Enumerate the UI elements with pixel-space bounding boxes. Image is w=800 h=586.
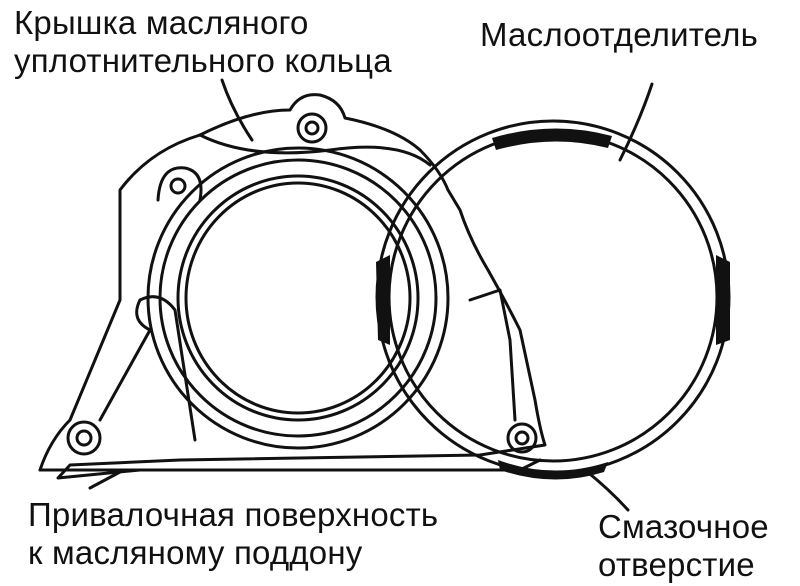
separator-pad-bottom [498,460,608,480]
bottom-right-bolt-hole [514,430,530,446]
label-oil-hole-line1: Смазочное [598,508,769,545]
leader-oil-separator [618,82,654,162]
label-mating-surface: Привалочная поверхность к масляному подд… [28,496,438,572]
cover-ring-bore [184,181,412,415]
upper-bolt-boss [296,112,328,144]
separator-ring-outer [375,119,731,475]
separator-pad-right [716,255,730,345]
bottom-left-boss [66,420,102,456]
label-oil-seal-cover-line1: Крышка масляного [14,4,309,41]
label-oil-hole: Смазочное отверстие [598,508,769,584]
label-oil-separator: Маслоотделитель [480,16,758,54]
bottom-right-boss [506,422,538,454]
cover-housing-outline [38,93,547,480]
label-oil-hole-line2: отверстие [598,546,755,583]
label-oil-separator-text: Маслоотделитель [480,16,758,53]
label-oil-seal-cover-line2: уплотнительного кольца [14,42,392,79]
label-mating-surface-line2: к масляному поддону [28,534,363,571]
separator-ring-inner [387,131,719,463]
leader-oil-hole [583,468,630,512]
cover-ring-outer [146,146,450,450]
cover-ring-inner [176,174,420,422]
upper-bolt-hole [304,120,320,136]
bottom-left-bolt-hole [75,429,93,447]
cover-ring-mid [158,158,438,438]
left-ear [156,166,203,202]
right-rib [468,288,517,422]
label-oil-seal-cover: Крышка масляного уплотнительного кольца [14,4,392,80]
leader-oil-seal-cover [220,78,254,142]
separator-pad-top [492,128,612,150]
label-mating-surface-line1: Привалочная поверхность [28,496,439,533]
left-bolt-hole [169,177,187,195]
leader-mating-surface [88,470,122,490]
separator-pad-left [376,255,390,345]
left-rib [98,295,197,442]
